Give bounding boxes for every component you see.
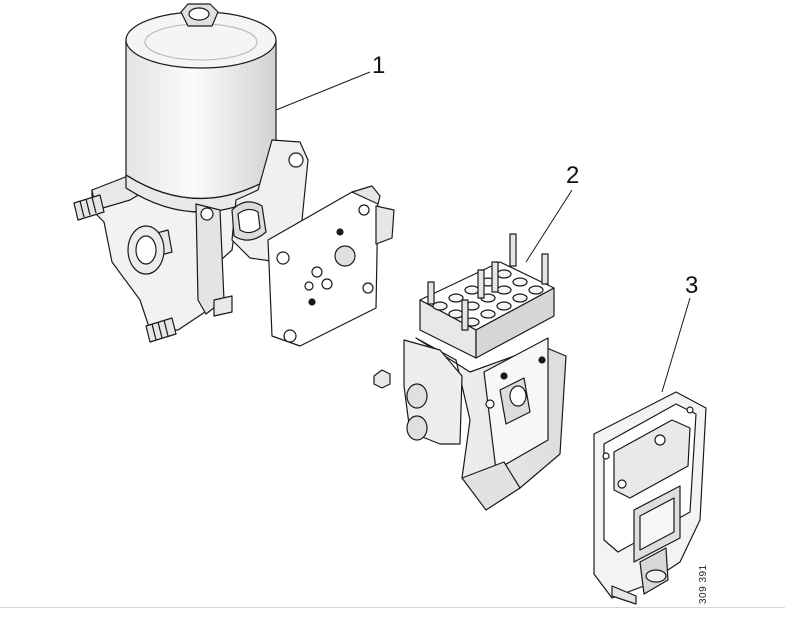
leader-line-3	[661, 297, 691, 393]
valve-block-assembly	[373, 233, 567, 511]
callout-number-3: 3	[685, 272, 699, 299]
air-dryer-assembly	[73, 3, 395, 347]
control-unit-lid	[613, 419, 691, 499]
figure-reference-number: 309 391	[698, 564, 709, 604]
valve-block-studs	[427, 233, 549, 331]
callout-leaders	[275, 71, 691, 393]
leader-line-2	[525, 189, 573, 263]
bottom-divider	[0, 607, 785, 608]
valve-block-loose-nut	[373, 369, 391, 389]
control-unit-assembly	[593, 391, 707, 605]
leader-line-1	[275, 71, 371, 111]
callout-number-1: 1	[372, 52, 386, 79]
callout-number-2: 2	[566, 162, 580, 189]
